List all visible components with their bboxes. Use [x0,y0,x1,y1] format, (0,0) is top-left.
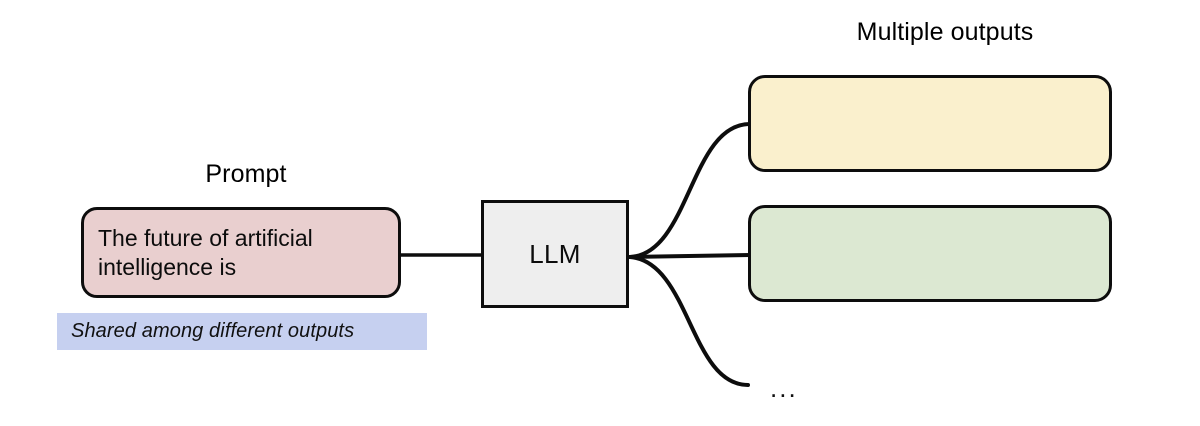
prompt-label: Prompt [205,160,287,188]
prompt-box[interactable]: The future of artificial intelligence is [81,207,401,298]
shared-note-text: Shared among different outputs [71,320,355,342]
shared-among-outputs-note: Shared among different outputs [57,313,427,350]
output-box-1[interactable] [748,75,1112,172]
connector-llm-to-ellipsis [628,255,750,387]
output-ellipsis: ... [770,373,798,403]
llm-box[interactable]: LLM [481,200,629,308]
prompt-text: The future of artificial intelligence is [98,224,313,280]
output-box-2[interactable] [748,205,1112,302]
connector-llm-to-output-2 [628,253,752,259]
multiple-outputs-title: Multiple outputs [856,18,1034,46]
connector-llm-to-output-1 [628,122,752,259]
llm-label: LLM [529,238,581,269]
